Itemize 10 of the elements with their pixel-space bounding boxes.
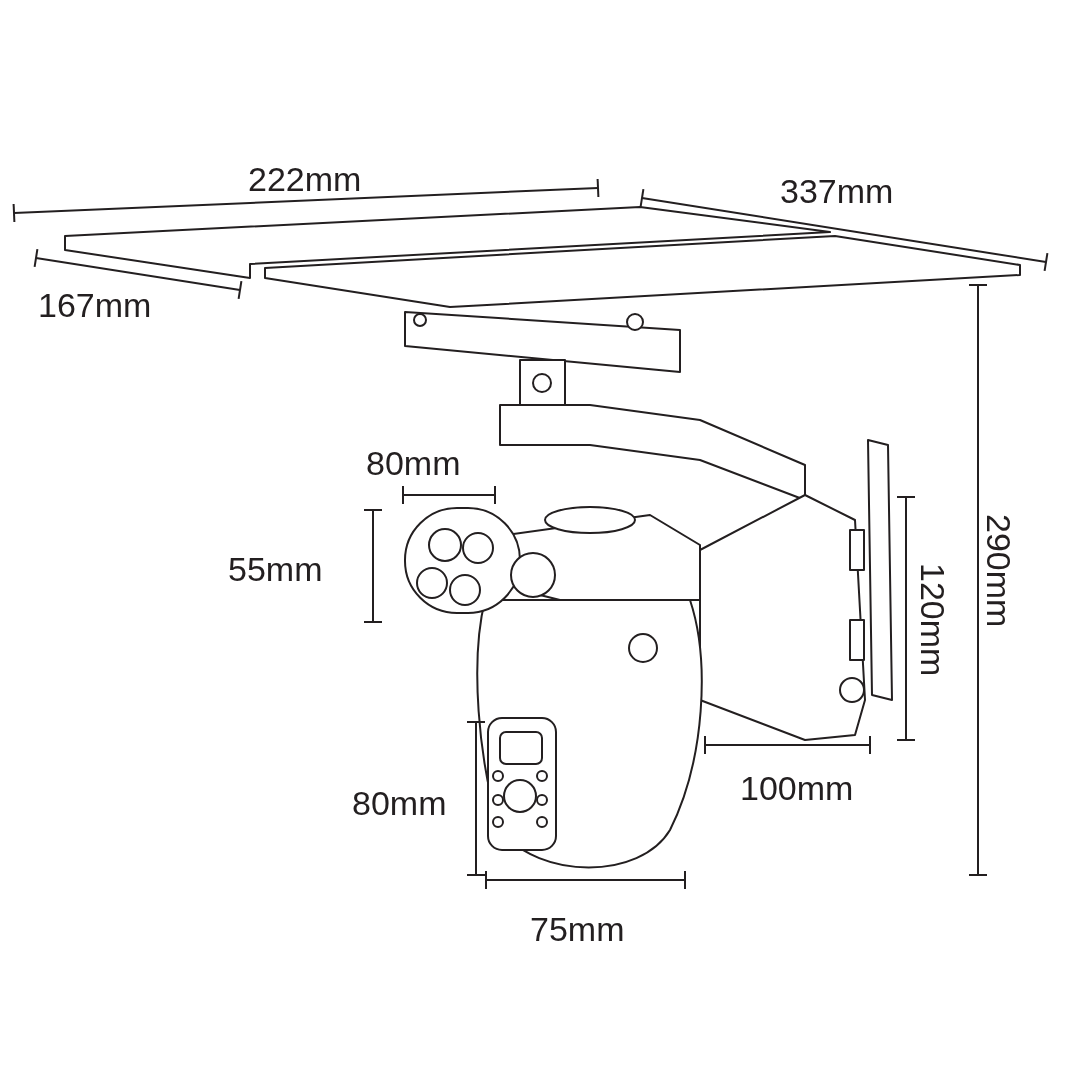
dimension-label: 290mm <box>982 514 1016 628</box>
dimension-label: 100mm <box>740 771 854 805</box>
dimension-label: 80mm <box>366 446 461 480</box>
dimension-label: 337mm <box>780 174 894 208</box>
dimension-label: 167mm <box>38 288 152 322</box>
dimension-label: 80mm <box>352 786 447 820</box>
dimension-label: 120mm <box>916 563 950 677</box>
dimension-label: 55mm <box>228 552 323 586</box>
dimension-label: 75mm <box>530 912 625 946</box>
dimension-label: 222mm <box>248 162 362 196</box>
